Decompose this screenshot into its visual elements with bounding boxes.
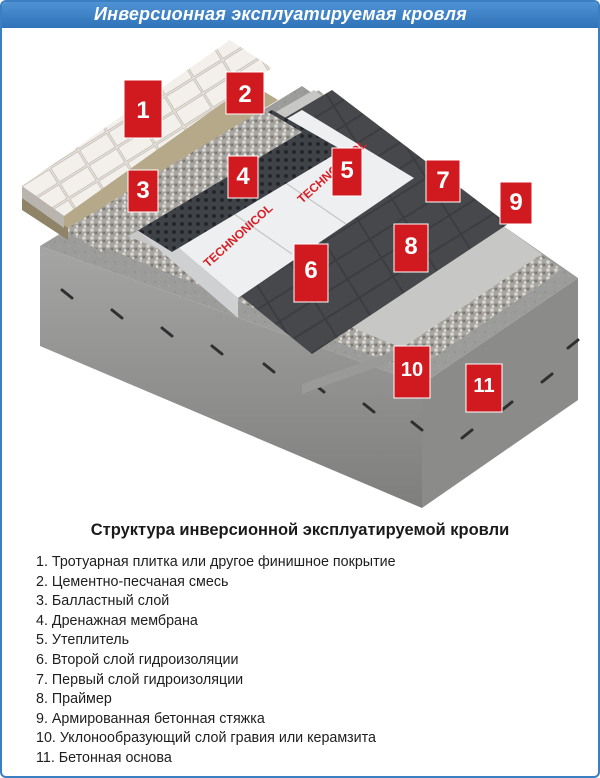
legend-item-text: 10. Уклонообразующий слой гравия или кер… bbox=[36, 730, 376, 747]
svg-text:8: 8 bbox=[404, 233, 417, 260]
badge-4: 4 bbox=[227, 155, 259, 199]
legend-item-text: 3. Балластный слой bbox=[36, 593, 170, 610]
layer-drainage-membrane bbox=[102, 110, 342, 252]
legend-item: 5. Утеплитель bbox=[36, 631, 396, 651]
legend-item-text: 11. Бетонная основа bbox=[36, 749, 172, 766]
legend-item-text: 9. Армированная бетонная стяжка bbox=[36, 710, 265, 727]
legend-item: 4. Дренажная мембрана bbox=[36, 612, 396, 632]
diagram-caption: Структура инверсионной эксплуатируемой к… bbox=[90, 521, 510, 539]
badge-7: 7 bbox=[425, 159, 461, 203]
legend-item-text: 6. Второй слой гидроизоляции bbox=[36, 651, 239, 668]
legend-item: 6. Второй слой гидроизоляции bbox=[36, 651, 396, 671]
badge-1: 1 bbox=[123, 79, 163, 139]
legend-item: 7. Первый слой гидроизоляции bbox=[36, 671, 396, 691]
legend-item: 3. Балластный слой bbox=[36, 592, 396, 612]
page-title: Инверсионная эксплуатируемая кровля bbox=[94, 4, 467, 24]
svg-text:5: 5 bbox=[340, 157, 353, 184]
legend-item-text: 2. Цементно-песчаная смесь bbox=[36, 573, 229, 590]
legend-item: 11. Бетонная основа bbox=[36, 749, 396, 769]
legend-item: 9. Армированная бетонная стяжка bbox=[36, 710, 396, 730]
legend-item-text: 7. Первый слой гидроизоляции bbox=[36, 671, 244, 688]
layer-legend: 1. Тротуарная плитка или другое финишное… bbox=[36, 553, 396, 769]
svg-text:6: 6 bbox=[304, 257, 317, 284]
legend-item-text: 1. Тротуарная плитка или другое финишное… bbox=[36, 554, 396, 570]
svg-text:11: 11 bbox=[473, 375, 494, 397]
svg-text:10: 10 bbox=[401, 359, 423, 381]
layer-cement-sand-front bbox=[22, 198, 68, 240]
badge-2: 2 bbox=[225, 71, 265, 115]
legend-item: 8. Праймер bbox=[36, 690, 396, 710]
legend-item: 1. Тротуарная плитка или другое финишное… bbox=[36, 553, 396, 573]
legend-item-text: 4. Дренажная мембрана bbox=[36, 612, 198, 629]
badge-6: 6 bbox=[293, 243, 329, 303]
layer-screed-front bbox=[302, 348, 402, 394]
badge-8: 8 bbox=[393, 223, 429, 273]
legend-item: 2. Цементно-песчаная смесь bbox=[36, 573, 396, 593]
badge-10: 10 bbox=[393, 345, 431, 399]
rebar-stubs bbox=[60, 288, 580, 440]
legend-item: 10. Уклонообразующий слой гравия или кер… bbox=[36, 729, 396, 749]
svg-text:3: 3 bbox=[136, 177, 149, 204]
header-bar: Инверсионная эксплуатируемая кровля bbox=[2, 2, 598, 28]
badge-11: 11 bbox=[465, 363, 503, 413]
badge-9: 9 bbox=[499, 181, 533, 225]
badge-5: 5 bbox=[331, 147, 363, 197]
svg-text:4: 4 bbox=[236, 163, 250, 190]
svg-text:1: 1 bbox=[136, 97, 149, 124]
roof-layers-illustration: TECHNONICOL TECHNONICOL 1 2 3 4 bbox=[22, 40, 580, 508]
badge-3: 3 bbox=[127, 169, 159, 213]
legend-item-text: 8. Праймер bbox=[36, 691, 112, 708]
svg-text:9: 9 bbox=[509, 189, 522, 216]
legend-item-text: 5. Утеплитель bbox=[36, 632, 130, 649]
svg-text:7: 7 bbox=[436, 167, 449, 194]
svg-text:2: 2 bbox=[238, 81, 251, 108]
